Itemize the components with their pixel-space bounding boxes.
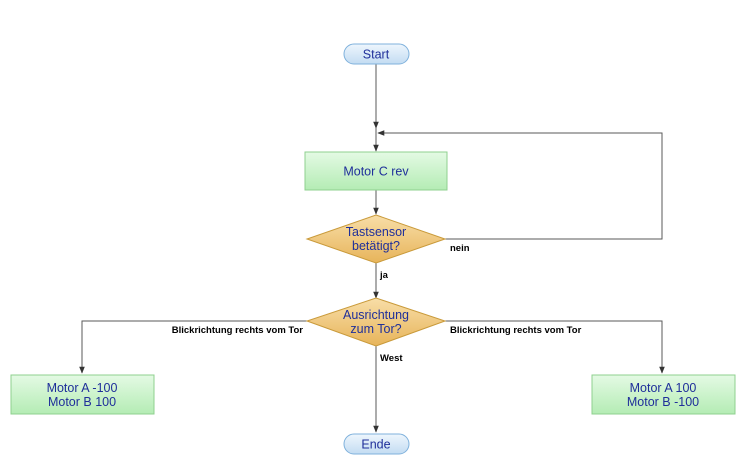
ausrichtung-label-line1: Ausrichtung: [343, 308, 409, 322]
tastsensor-label-line2: betätigt?: [352, 239, 400, 253]
left-motor-process-node: Motor A -100 Motor B 100: [10, 374, 155, 415]
motor-c-process-node: Motor C rev: [304, 151, 448, 191]
edge-label-left-branch: Blickrichtung rechts vom Tor: [172, 325, 304, 336]
edge-label-west: West: [380, 353, 403, 364]
edge-right-branch: [445, 320, 665, 374]
edge-left-branch: [79, 320, 307, 374]
edge-label-ja: ja: [379, 270, 389, 281]
right-motor-label-line2: Motor B -100: [627, 395, 699, 409]
start-label: Start: [363, 48, 390, 62]
tastsensor-decision-node: Tastsensor betätigt?: [305, 214, 447, 264]
ausrichtung-label-line2: zum Tor?: [350, 322, 401, 336]
left-motor-label-line2: Motor B 100: [48, 395, 116, 409]
end-node: Ende: [343, 433, 410, 455]
edge-loop-nein: [377, 130, 663, 240]
motor-c-label: Motor C rev: [343, 165, 409, 179]
start-node: Start: [343, 43, 410, 65]
tastsensor-label-line1: Tastsensor: [346, 225, 406, 239]
edge-label-nein: nein: [450, 243, 470, 254]
left-motor-label-line1: Motor A -100: [47, 381, 118, 395]
right-motor-process-node: Motor A 100 Motor B -100: [591, 374, 736, 415]
right-motor-label-line1: Motor A 100: [630, 381, 697, 395]
edge-label-right-branch: Blickrichtung rechts vom Tor: [450, 325, 582, 336]
ausrichtung-decision-node: Ausrichtung zum Tor?: [305, 297, 447, 347]
end-label: Ende: [361, 438, 390, 452]
